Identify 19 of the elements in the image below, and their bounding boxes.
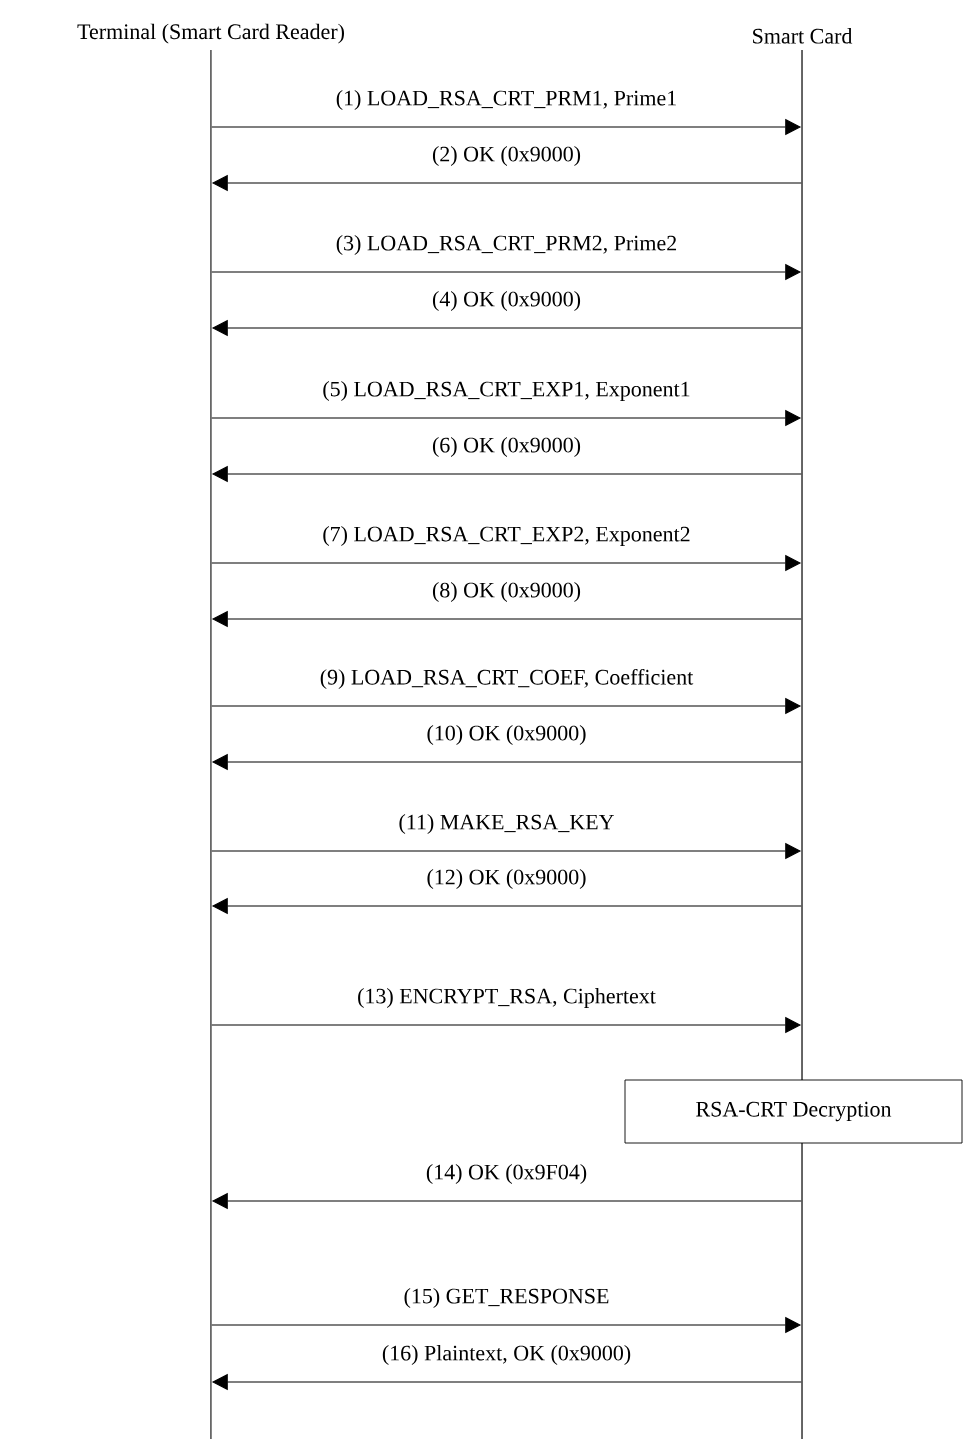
- edge-label: (3) LOAD_RSA_CRT_PRM2, Prime2: [334, 234, 679, 256]
- edge-label: (8) OK (0x9000): [430, 581, 583, 603]
- edge-label: (1) LOAD_RSA_CRT_PRM1, Prime1: [334, 89, 679, 111]
- node-label: Smart Card: [753, 28, 853, 44]
- edge-label: (10) OK (0x9000): [425, 724, 588, 746]
- edge-label: (13) ENCRYPT_RSA, Ciphertext: [356, 987, 657, 1009]
- edge-label: (16) Plaintext, OK (0x9000): [380, 1344, 633, 1366]
- edge-label: (11) MAKE_RSA_KEY: [397, 813, 616, 835]
- edge-label: (7) LOAD_RSA_CRT_EXP2, Exponent2: [321, 525, 692, 547]
- edge-label: (12) OK (0x9000): [425, 868, 588, 890]
- edge-label: (5) LOAD_RSA_CRT_EXP1, Exponent1: [321, 380, 692, 402]
- node-label: Terminal (Smart Card Reader): [77, 23, 345, 44]
- edge-label: (4) OK (0x9000): [430, 290, 583, 312]
- process-box: RSA-CRT Decryption: [624, 1079, 963, 1144]
- edge-label: (14) OK (0x9F04): [424, 1163, 589, 1185]
- edge-label: (15) GET_RESPONSE: [402, 1287, 611, 1309]
- edge-label: (6) OK (0x9000): [430, 436, 583, 458]
- edge-label: (2) OK (0x9000): [430, 145, 583, 167]
- edge-label: (9) LOAD_RSA_CRT_COEF, Coefficient: [318, 667, 695, 691]
